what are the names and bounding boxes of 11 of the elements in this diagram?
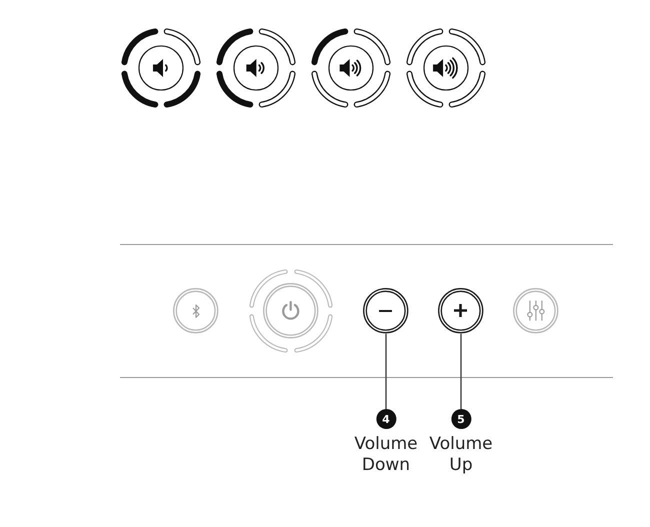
plus-button [438,288,484,334]
leader-line [460,334,462,409]
button-label: Volume Down [354,434,418,476]
leader-line [385,334,387,409]
minus-button [363,288,409,334]
bluetooth-button [173,288,219,334]
sliders-button [513,288,559,334]
power-button [263,283,319,339]
callout-number: 4 [376,409,396,429]
button-label: Volume Up [429,434,493,476]
callout-number: 5 [451,409,471,429]
